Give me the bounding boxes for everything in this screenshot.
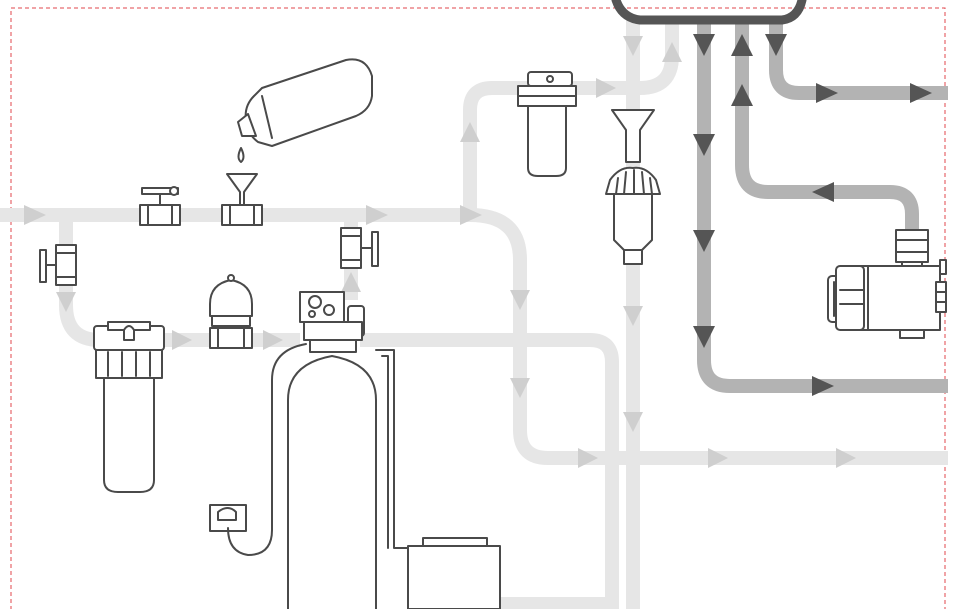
arrow-down-2 (510, 290, 530, 310)
arrow-down-6 (623, 412, 643, 432)
arrow-down-1 (56, 292, 76, 312)
softener-tank (287, 355, 377, 609)
arrow-right-6 (596, 78, 616, 98)
cartridge-filter (517, 71, 577, 177)
arrow-down-dark-3 (693, 230, 715, 252)
chemical-bottle (237, 58, 373, 163)
arrow-right-dark-1 (812, 376, 834, 396)
funnel-dispenser (605, 109, 661, 265)
arrow-up-dark-2 (731, 84, 753, 106)
softener-outlet-pipe (360, 333, 619, 609)
shutoff-valve-riser (340, 227, 379, 269)
softener-control-head (299, 291, 365, 353)
arrow-right-4 (172, 330, 192, 350)
brine-tank (407, 537, 501, 609)
arrow-right-dark-2 (816, 83, 838, 103)
arrow-right-3 (460, 205, 482, 225)
light-pipes (0, 20, 948, 609)
sediment-filter (93, 321, 165, 493)
arrow-right-8 (708, 448, 728, 468)
arrow-down-5 (623, 306, 643, 326)
arrow-left-dark-1 (812, 182, 834, 202)
arrow-up-2 (460, 122, 480, 142)
arrow-down-dark-2 (693, 134, 715, 156)
pump-return-pipe (735, 20, 919, 245)
dark-arrows (693, 34, 932, 396)
power-outlet (209, 504, 247, 532)
pressure-regulator (209, 274, 253, 349)
shutoff-valve-main (139, 186, 181, 226)
dosing-funnel (221, 173, 263, 226)
shutoff-valve-left (39, 244, 77, 286)
supply-right-pipe (769, 20, 948, 100)
arrow-down-dark-4 (693, 326, 715, 348)
arrow-up-1 (341, 272, 361, 292)
arrow-right-dark-3 (910, 83, 932, 103)
bypass-down-pipe (469, 208, 948, 465)
circulation-pump (827, 229, 947, 339)
arrow-down-3 (510, 378, 530, 398)
arrow-right-1 (24, 205, 46, 225)
arrow-down-dark-1 (693, 34, 715, 56)
brine-connector (375, 349, 409, 549)
arrow-down-dark-5 (765, 34, 787, 56)
arrow-right-7 (578, 448, 598, 468)
arrow-down-4 (623, 36, 643, 56)
distribution-manifold (611, 0, 807, 25)
power-cable (227, 343, 307, 556)
arrow-right-9 (836, 448, 856, 468)
arrow-right-5 (263, 330, 283, 350)
arrow-right-2 (366, 205, 388, 225)
arrow-up-dark-1 (731, 34, 753, 56)
arrow-up-3 (662, 42, 682, 62)
filter-branch-pipe (59, 215, 300, 347)
light-arrows (24, 36, 856, 468)
loop-down-pipe (697, 20, 948, 393)
